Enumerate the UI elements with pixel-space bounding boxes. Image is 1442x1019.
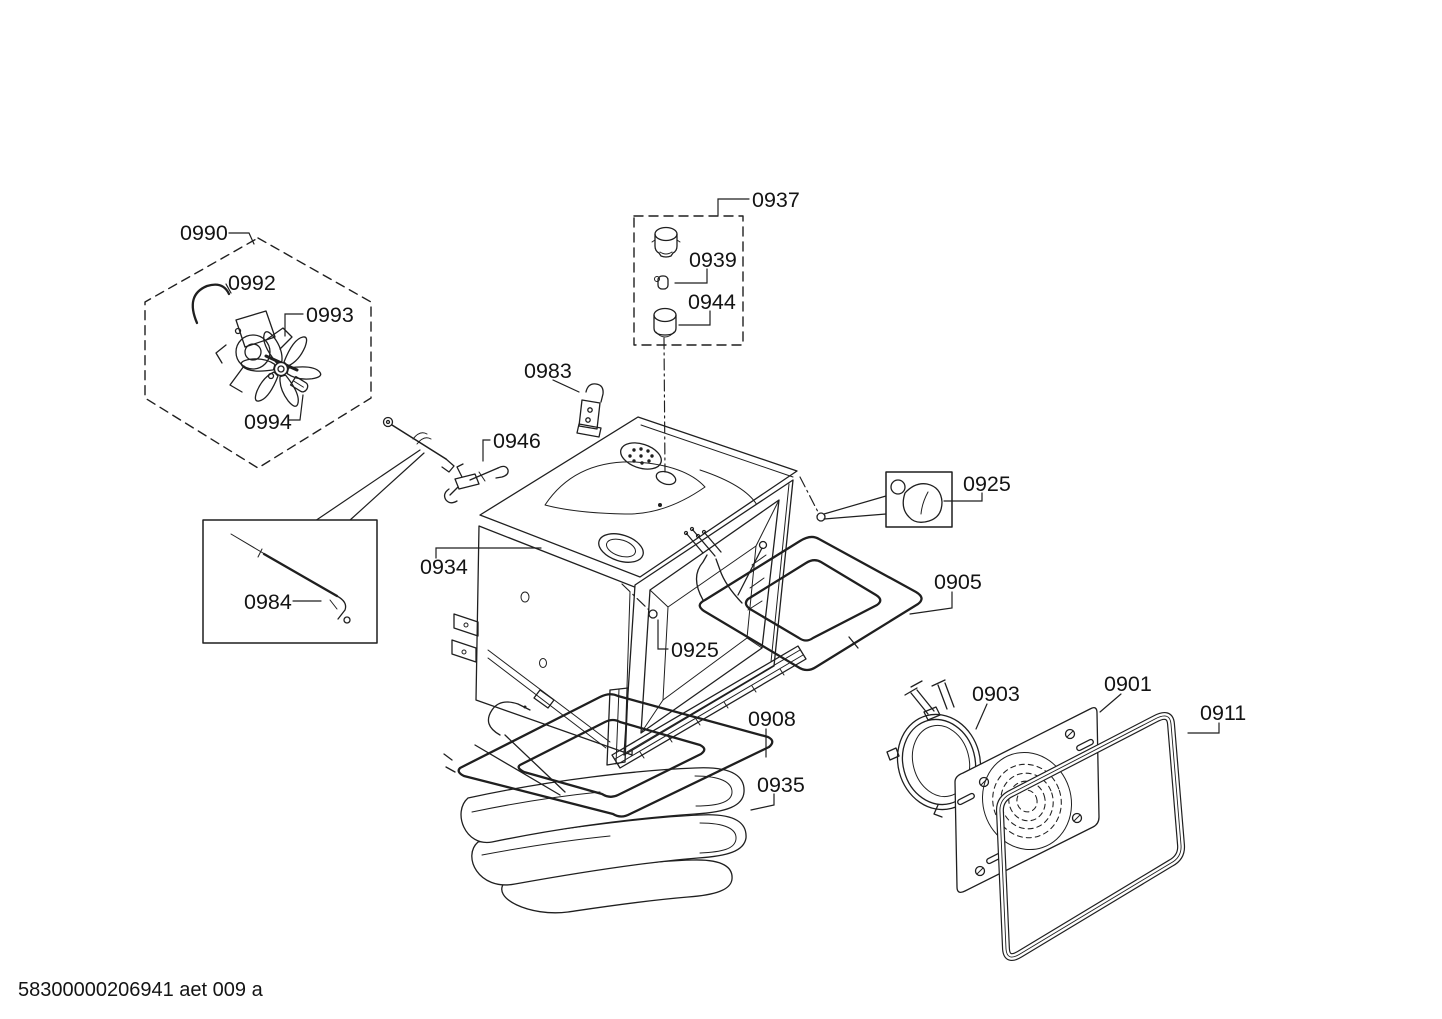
leader-lines <box>225 198 1220 811</box>
part-label-0935: 0935 <box>757 773 805 797</box>
lamp-callout-box <box>633 215 744 346</box>
capillary-tube-detail <box>230 533 351 624</box>
panel-screw-holes <box>957 728 1094 877</box>
part-label-0903: 0903 <box>972 682 1020 706</box>
grill-heating-element <box>683 526 923 672</box>
part-label-0984: 0984 <box>244 590 292 614</box>
latch-0946 <box>443 463 509 504</box>
element-terminal-pins <box>683 526 768 596</box>
door-seal <box>995 711 1186 962</box>
part-label-0901: 0901 <box>1104 672 1152 696</box>
lamp-hole <box>655 470 677 486</box>
detail-callout-lines <box>314 449 425 522</box>
ring-heating-element <box>886 679 999 818</box>
bracket-0983 <box>576 383 604 438</box>
part-label-0925-lamp: 0925 <box>963 472 1011 496</box>
document-code: 58300000206941 aet 009 a <box>18 979 264 1001</box>
top-round-depression <box>598 533 644 563</box>
oven-top-panel <box>479 416 798 578</box>
lamp-screw-front <box>621 583 658 619</box>
side-hinge-brackets <box>451 613 479 663</box>
ring-element-terminals <box>904 679 955 721</box>
fan-hub-nut <box>289 375 309 393</box>
motor-cable <box>191 283 231 325</box>
lamp-socket <box>651 226 681 258</box>
part-label-0937: 0937 <box>752 188 800 212</box>
part-label-0934: 0934 <box>420 555 468 579</box>
part-label-0911: 0911 <box>1200 701 1246 725</box>
fan-grille <box>981 751 1073 851</box>
part-label-0993: 0993 <box>306 303 354 327</box>
back-panel <box>954 707 1100 893</box>
vent-grille <box>620 442 662 470</box>
part-label-0939: 0939 <box>689 248 737 272</box>
capillary-tube <box>382 416 455 473</box>
lamp-glass-cover <box>653 307 677 338</box>
part-label-0990: 0990 <box>180 221 228 245</box>
insulation-blanket <box>460 767 747 914</box>
lamp-0925-callout <box>799 471 953 528</box>
lamp-bulb-box <box>885 471 953 528</box>
lamp-screw-right <box>816 512 826 522</box>
part-label-0925-screw: 0925 <box>671 638 719 662</box>
fan-assembly-callout <box>144 237 372 469</box>
part-label-0908: 0908 <box>748 707 796 731</box>
part-label-0983: 0983 <box>524 359 572 383</box>
part-label-0992: 0992 <box>228 271 276 295</box>
part-label-0905: 0905 <box>934 570 982 594</box>
callout-hexagon <box>144 237 372 469</box>
lamp-bulb <box>890 479 943 523</box>
side-rail <box>487 649 611 749</box>
bottom-sill-strip <box>611 645 807 769</box>
lamp-seal-ring <box>654 275 669 290</box>
part-label-0944: 0944 <box>688 290 736 314</box>
part-labels: 0990 0992 0993 0994 0937 0939 0944 0983 … <box>180 188 1246 797</box>
detail-box-0984 <box>202 519 378 644</box>
part-label-0994: 0994 <box>244 410 292 434</box>
bottom-heating-element <box>443 693 774 818</box>
part-label-0946: 0946 <box>493 429 541 453</box>
lamp-assembly-callout <box>633 215 744 473</box>
